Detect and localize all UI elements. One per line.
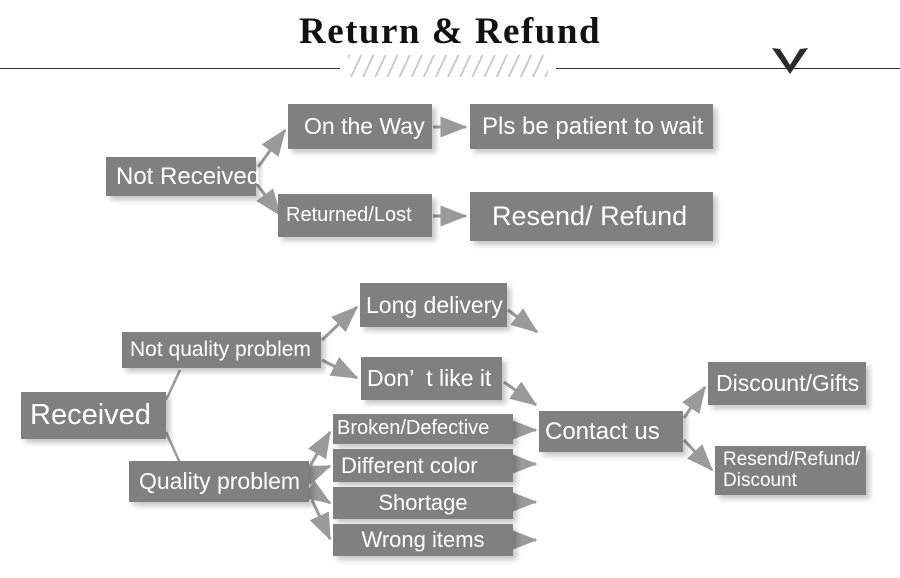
arrow-contact-us-to-discount-gifts [682,385,707,419]
arrow-quality-to-shortage [302,480,332,505]
arrow-not-quality-to-dont-like-it [321,357,359,380]
node-shortage[interactable]: Shortage [333,487,513,519]
node-not-received[interactable]: Not Received [106,157,260,196]
node-contact-us[interactable]: Contact us [539,411,683,452]
arrow-quality-to-different-color [302,464,332,486]
arrow-quality-to-broken-defective [308,430,332,467]
node-wrong-items[interactable]: Wrong items [333,524,513,556]
node-not-quality-problem[interactable]: Not quality problem [122,332,321,368]
node-dont-like-it[interactable]: Don’ t like it [361,357,502,400]
node-quality-problem[interactable]: Quality problem [129,461,309,502]
divider-hatch-ornament [348,55,548,77]
node-received[interactable]: Received [21,392,166,439]
arrow-not-received-to-on-the-way [254,128,287,171]
node-different-color[interactable]: Different color [333,449,513,482]
arrow-dont-like-it-to-contact-us [503,380,538,407]
divider-rule-right [556,68,900,69]
connector-received-to-not-quality [164,369,182,400]
divider-rule-left [0,68,340,69]
connector-received-to-quality [164,431,182,464]
node-pls-be-patient-to-wait[interactable]: Pls be patient to wait [470,104,713,149]
node-resend-refund-discount[interactable]: Resend/Refund/ Discount [715,446,866,495]
node-broken-defective[interactable]: Broken/Defective [333,414,513,444]
node-long-delivery[interactable]: Long delivery [360,283,507,327]
node-on-the-way[interactable]: On the Way [288,104,432,149]
arrow-not-quality-to-long-delivery [320,305,359,342]
node-resend-refund[interactable]: Resend/ Refund [470,192,713,241]
chevron-down-icon [772,48,808,74]
node-discount-gifts[interactable]: Discount/Gifts [708,362,866,405]
arrow-long-delivery-to-contact-us [507,308,539,334]
node-returned-lost[interactable]: Returned/Lost [278,194,432,237]
arrow-contact-us-to-resend-refund-discount [682,438,714,472]
arrow-quality-to-wrong-items [309,499,332,541]
page-title: Return & Refund [298,11,602,52]
